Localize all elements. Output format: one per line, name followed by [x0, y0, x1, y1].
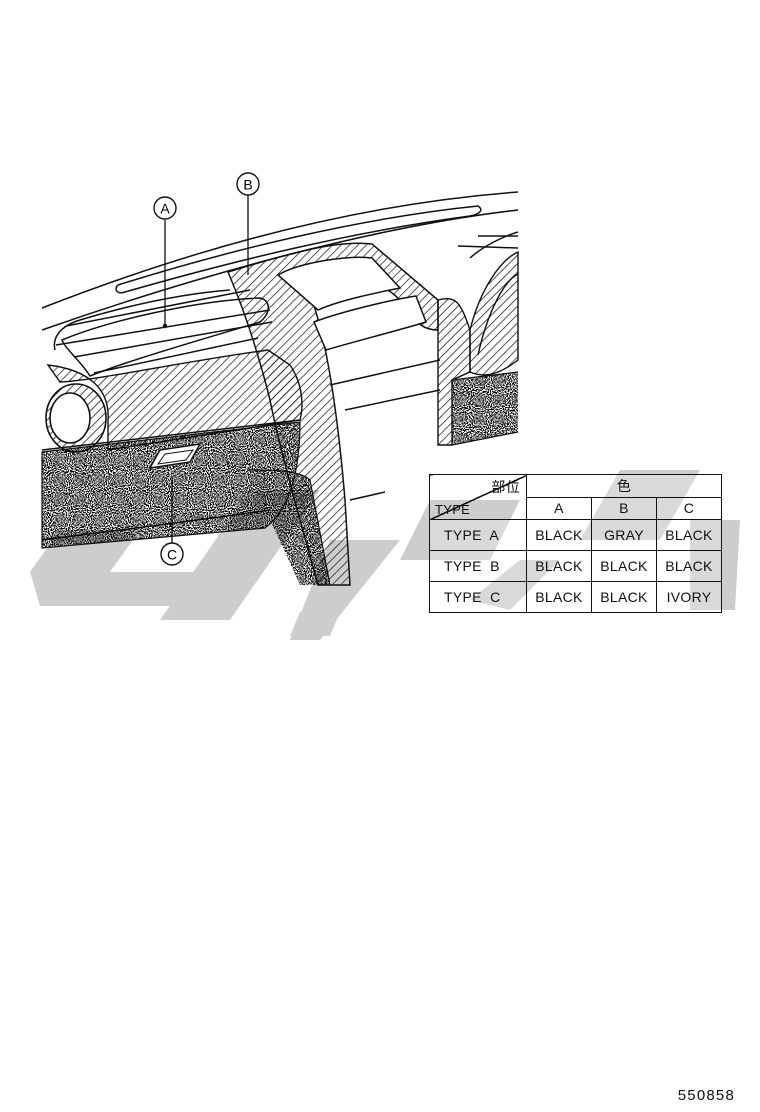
table-cell: GRAY: [591, 519, 657, 551]
table-row-type: TYPE B: [429, 550, 527, 582]
callout-a: A: [153, 196, 177, 220]
glovebox-handle: [148, 443, 202, 469]
right-trim: [437, 250, 519, 446]
table-row: TYPE A BLACK GRAY BLACK: [429, 519, 722, 551]
table-cell: BLACK: [526, 519, 592, 551]
table-part-label: 部位: [491, 479, 520, 495]
table-cell: IVORY: [656, 581, 722, 613]
table-cell: BLACK: [591, 550, 657, 582]
table-cell: BLACK: [526, 550, 592, 582]
table-header-row: 部位 TYPE 色: [429, 474, 722, 520]
table-corner-cell: 部位 TYPE: [429, 474, 527, 520]
callout-b: B: [236, 172, 260, 196]
table-row-type: TYPE C: [429, 581, 527, 613]
table-cell: BLACK: [591, 581, 657, 613]
table-row: TYPE C BLACK BLACK IVORY: [429, 581, 722, 613]
table-column-a: A: [526, 496, 592, 520]
table-type-label: TYPE: [435, 502, 471, 517]
table-cell: BLACK: [656, 550, 722, 582]
round-vent: [45, 383, 107, 453]
table-column-b: B: [591, 496, 657, 520]
table-row-type: TYPE A: [429, 519, 527, 551]
table-cell: BLACK: [526, 581, 592, 613]
reference-number: 550858: [677, 1087, 735, 1104]
console-screen: [276, 256, 427, 351]
watermark-stroke-4: [290, 612, 340, 636]
callout-a-label: A: [160, 201, 170, 217]
leader-lines: [162, 195, 249, 543]
callout-b-label: B: [243, 177, 252, 193]
table-color-header: 色: [526, 474, 722, 498]
callout-c-label: C: [167, 547, 177, 563]
table-column-c: C: [656, 496, 722, 520]
callout-c: C: [160, 542, 184, 566]
table-cell: BLACK: [656, 519, 722, 551]
table-row: TYPE B BLACK BLACK BLACK: [429, 550, 722, 582]
watermark-stroke-1: [30, 530, 230, 606]
color-table: 部位 TYPE 色 A B C TYPE A BLACK GRAY BLACK …: [429, 474, 722, 613]
